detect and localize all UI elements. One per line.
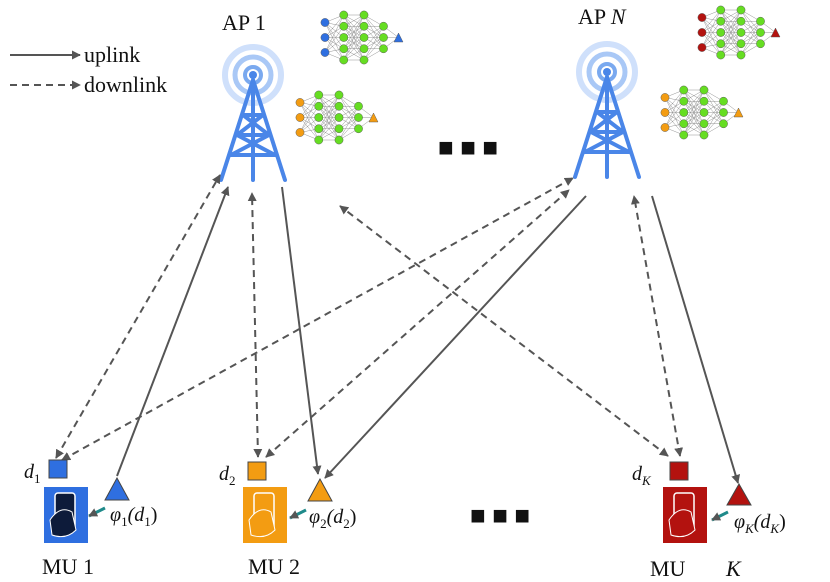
antenna-tower-icon xyxy=(221,47,285,180)
legend-downlink-label: downlink xyxy=(84,72,167,97)
model-triangle-icon xyxy=(104,476,130,501)
model-arrow xyxy=(711,510,729,522)
antenna-tower-icon xyxy=(575,44,639,177)
downlink-mu2-ap1 xyxy=(247,192,263,458)
neural-network-icons xyxy=(295,5,781,145)
mobile-unit-2: d2 φ2(d2) MU 2 xyxy=(219,461,356,579)
model-triangle-icon xyxy=(726,482,752,506)
data-square-icon xyxy=(48,459,68,479)
mu-2-model-label: φ2(d2) xyxy=(309,506,356,531)
model-arrow xyxy=(88,506,106,518)
neural-network-icon xyxy=(295,90,379,145)
mu-ellipsis: ■ ■ ■ xyxy=(470,501,530,530)
downlink-mu1-apn xyxy=(61,177,574,461)
mu-k-data-label: dK xyxy=(632,463,652,488)
data-square-icon xyxy=(669,461,689,481)
uplink-mu1-ap1 xyxy=(116,186,230,477)
uplink-apn-mu2 xyxy=(324,195,587,479)
mu-2-name: MU 2 xyxy=(248,554,300,579)
neural-network-icon xyxy=(697,5,781,60)
mu-k-model-label: φK(dK) xyxy=(734,511,786,536)
neural-network-icon xyxy=(320,10,404,65)
mu-2-data-label: d2 xyxy=(219,463,236,488)
downlink-mu2-apn xyxy=(265,189,570,458)
downlink-mu1-ap1 xyxy=(55,174,221,459)
downlink-muk-apn xyxy=(630,195,684,457)
legend-uplink-label: uplink xyxy=(84,42,140,67)
mobile-unit-1: d1 φ1(d1) MU 1 xyxy=(24,459,157,579)
downlink-muk-ap1 xyxy=(339,205,669,457)
links xyxy=(55,174,740,484)
ap-n-label: AP N xyxy=(578,4,627,29)
uplink-apn-muk xyxy=(651,195,740,484)
mu-1-model-label: φ1(d1) xyxy=(110,504,157,529)
access-point-1: AP 1 xyxy=(221,10,285,180)
model-arrow xyxy=(289,508,307,520)
ap-1-label: AP 1 xyxy=(222,10,266,35)
model-triangle-icon xyxy=(307,477,333,502)
ap-ellipsis: ■ ■ ■ xyxy=(438,133,498,162)
mu-1-name: MU 1 xyxy=(42,554,94,579)
neural-network-icon xyxy=(660,85,744,140)
uplink-ap1-mu2 xyxy=(281,186,322,475)
data-square-icon xyxy=(247,461,267,481)
mu-1-data-label: d1 xyxy=(24,461,41,486)
legend: uplink downlink xyxy=(10,42,167,97)
access-point-n: AP N xyxy=(575,4,639,177)
